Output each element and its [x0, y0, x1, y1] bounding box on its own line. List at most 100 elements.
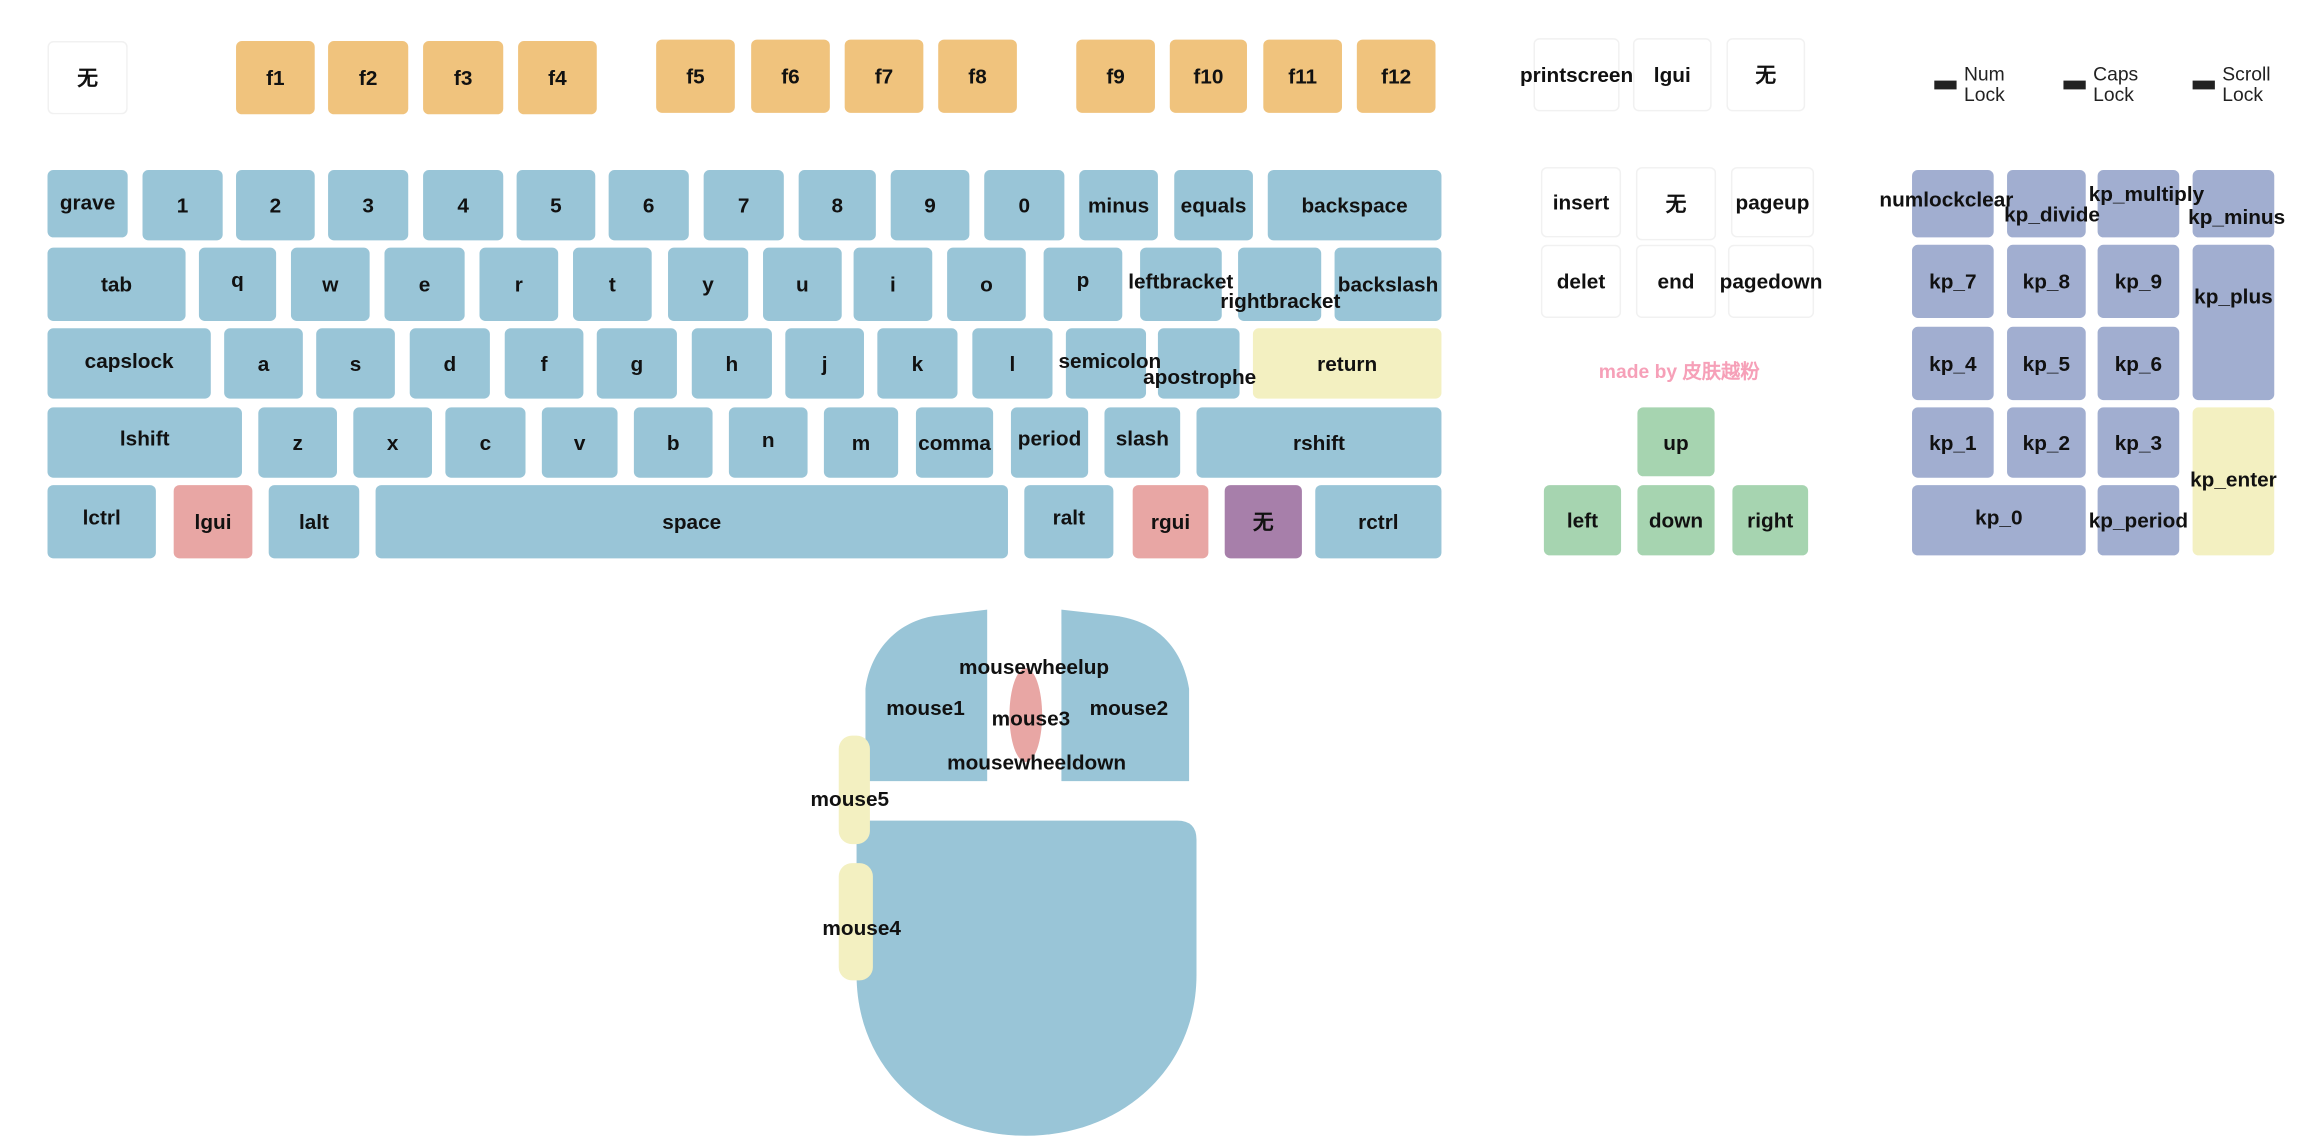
- key-kp-0[interactable]: kp_0: [1912, 485, 2086, 556]
- key-d[interactable]: d: [409, 328, 490, 399]
- key-z[interactable]: z: [258, 407, 337, 478]
- key-kp-6[interactable]: kp_6: [2097, 326, 2180, 401]
- key-printscreen[interactable]: printscreen: [1520, 38, 1633, 112]
- key-a[interactable]: a: [224, 328, 303, 399]
- key-home-unbound[interactable]: 无: [1635, 167, 1717, 241]
- key-semicolon[interactable]: [1065, 328, 1147, 399]
- key-menu-unbound[interactable]: 无: [1224, 485, 1302, 559]
- key-return[interactable]: return: [1252, 328, 1442, 399]
- key-down[interactable]: down: [1637, 485, 1715, 556]
- key-f6[interactable]: f6: [751, 39, 830, 113]
- key-kp-1[interactable]: kp_1: [1912, 407, 1994, 478]
- key-pageup[interactable]: pageup: [1730, 167, 1815, 238]
- key-n[interactable]: n: [728, 407, 808, 478]
- key-0[interactable]: 0: [984, 169, 1065, 241]
- mouse4-label[interactable]: mouse4: [822, 915, 901, 940]
- key-rshift[interactable]: rshift: [1196, 407, 1442, 478]
- key-f3[interactable]: f3: [423, 41, 504, 115]
- key-kp-5[interactable]: kp_5: [2007, 326, 2086, 401]
- key-7[interactable]: 7: [703, 169, 784, 241]
- key-right[interactable]: right: [1732, 485, 1809, 556]
- key-5[interactable]: 5: [516, 169, 596, 241]
- key-equals[interactable]: equals: [1174, 169, 1253, 241]
- key-kp-2[interactable]: kp_2: [2007, 407, 2086, 478]
- key-u[interactable]: u: [763, 247, 842, 321]
- mouse-wheeldown-label[interactable]: mousewheeldown: [947, 750, 1127, 774]
- mouse5-label[interactable]: mouse5: [810, 786, 890, 811]
- key-s[interactable]: s: [316, 328, 395, 399]
- key-scrolllock-lgui[interactable]: lgui: [1632, 38, 1712, 112]
- key-kp-3[interactable]: kp_3: [2097, 407, 2180, 478]
- key-y[interactable]: y: [668, 247, 749, 321]
- key-capslock[interactable]: capslock: [47, 328, 211, 399]
- key-f11[interactable]: f11: [1263, 39, 1342, 113]
- key-c[interactable]: c: [445, 407, 526, 478]
- key-2[interactable]: 2: [236, 169, 315, 241]
- key-slash[interactable]: slash: [1104, 407, 1181, 478]
- key-9[interactable]: 9: [890, 169, 970, 241]
- key-space[interactable]: space: [375, 485, 1008, 559]
- key-ralt[interactable]: ralt: [1024, 485, 1114, 559]
- key-kp-divide[interactable]: [2007, 169, 2086, 238]
- key-e[interactable]: e: [384, 247, 465, 321]
- mouse1-label[interactable]: mouse1: [886, 696, 965, 720]
- key-r[interactable]: r: [479, 247, 559, 321]
- key-grave[interactable]: grave: [47, 169, 128, 238]
- key-kp-9[interactable]: kp_9: [2097, 244, 2180, 319]
- mouse-wheelup-label[interactable]: mousewheelup: [958, 655, 1110, 679]
- key-3[interactable]: 3: [328, 169, 409, 241]
- key-q[interactable]: q: [198, 247, 277, 321]
- key-f4[interactable]: f4: [518, 41, 597, 115]
- key-j[interactable]: j: [785, 328, 864, 399]
- key-v[interactable]: v: [541, 407, 618, 478]
- key-g[interactable]: g: [596, 328, 677, 399]
- key-p[interactable]: p: [1043, 247, 1123, 321]
- key-h[interactable]: h: [691, 328, 772, 399]
- key-6[interactable]: 6: [608, 169, 689, 241]
- key-delete[interactable]: delet: [1540, 244, 1622, 319]
- key-rgui[interactable]: rgui: [1132, 485, 1209, 559]
- key-minus[interactable]: minus: [1079, 169, 1158, 241]
- key-period[interactable]: period: [1010, 407, 1089, 478]
- key-lctrl[interactable]: lctrl: [47, 485, 156, 559]
- key-l[interactable]: l: [972, 328, 1053, 399]
- key-insert[interactable]: insert: [1540, 167, 1622, 238]
- key-t[interactable]: t: [573, 247, 652, 321]
- key-f10[interactable]: f10: [1169, 39, 1247, 113]
- key-escape-unbound[interactable]: 无: [47, 41, 128, 115]
- mouse2-label[interactable]: mouse2: [1089, 696, 1169, 720]
- key-pause-unbound[interactable]: 无: [1726, 38, 1806, 112]
- key-kp-minus[interactable]: [2192, 169, 2275, 238]
- key-f9[interactable]: f9: [1076, 39, 1155, 113]
- key-backslash[interactable]: backslash: [1334, 247, 1442, 321]
- key-i[interactable]: i: [853, 247, 933, 321]
- key-lgui[interactable]: lgui: [173, 485, 253, 559]
- key-backspace[interactable]: backspace: [1267, 169, 1442, 241]
- key-f5[interactable]: f5: [656, 39, 735, 113]
- key-tab[interactable]: tab: [47, 247, 186, 321]
- key-w[interactable]: w: [290, 247, 370, 321]
- key-4[interactable]: 4: [423, 169, 504, 241]
- key-f12[interactable]: f12: [1356, 39, 1436, 113]
- key-lshift[interactable]: lshift: [47, 407, 242, 478]
- key-lalt[interactable]: lalt: [268, 485, 360, 559]
- key-kp-multiply[interactable]: [2097, 169, 2180, 238]
- key-apostrophe[interactable]: [1157, 328, 1240, 399]
- key-o[interactable]: o: [947, 247, 1026, 321]
- key-kp-plus[interactable]: kp_plus: [2192, 244, 2275, 401]
- key-rctrl[interactable]: rctrl: [1315, 485, 1442, 559]
- key-kp-8[interactable]: kp_8: [2007, 244, 2086, 319]
- key-up[interactable]: up: [1637, 407, 1715, 477]
- key-kp-enter[interactable]: kp_enter: [2190, 407, 2277, 556]
- key-k[interactable]: k: [877, 328, 958, 399]
- mouse3-label[interactable]: mouse3: [991, 706, 1071, 730]
- key-rightbracket[interactable]: [1238, 247, 1322, 321]
- key-f7[interactable]: f7: [844, 39, 924, 113]
- key-b[interactable]: b: [633, 407, 713, 478]
- key-leftbracket[interactable]: [1140, 247, 1222, 321]
- key-numlockclear[interactable]: [1912, 169, 1994, 238]
- key-kp-period[interactable]: [2097, 485, 2180, 556]
- key-end[interactable]: end: [1635, 244, 1717, 319]
- key-kp-4[interactable]: kp_4: [1912, 326, 1994, 401]
- key-f[interactable]: f: [504, 328, 584, 399]
